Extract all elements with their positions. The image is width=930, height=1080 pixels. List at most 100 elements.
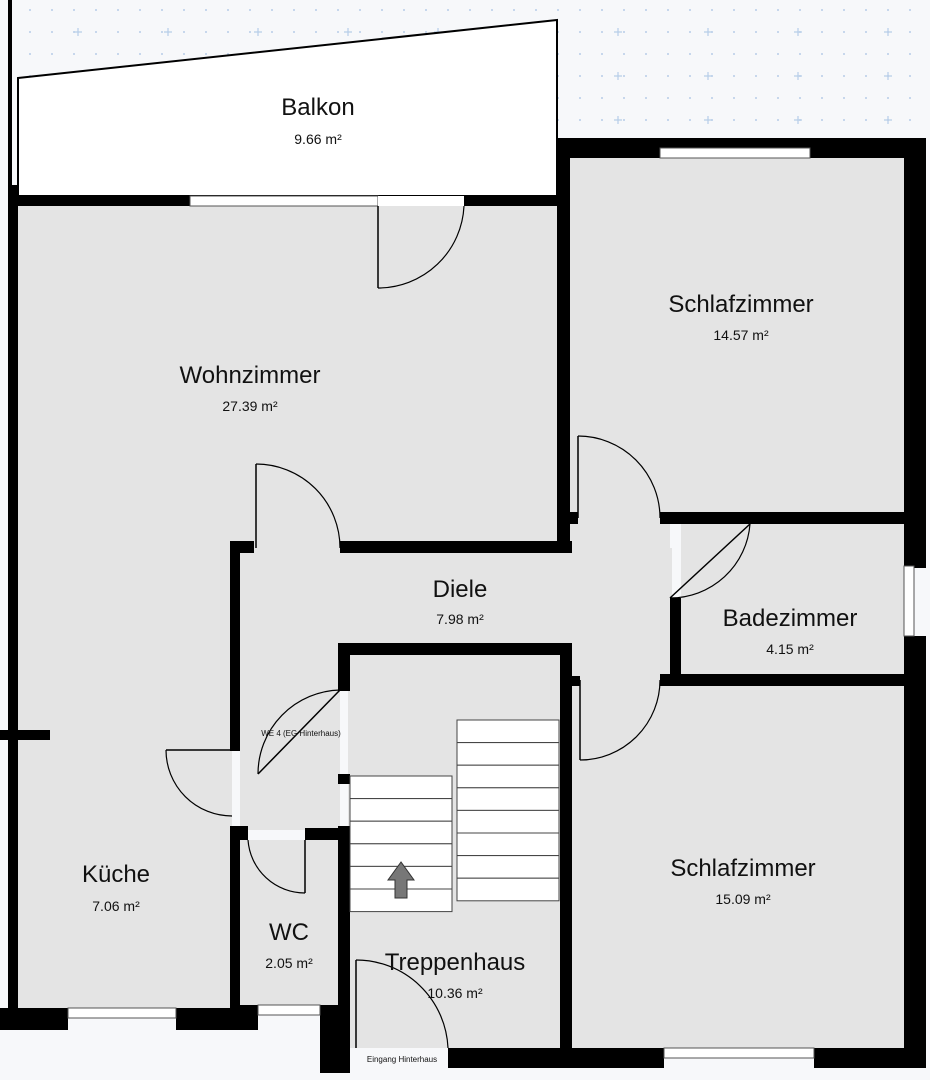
doors (165, 205, 751, 1049)
grid-dot (183, 53, 185, 55)
grid-dot (293, 31, 295, 33)
wall (570, 676, 580, 686)
grid-dot (689, 97, 691, 99)
grid-dot (821, 31, 823, 33)
unit-label: WE 4 (EG Hinterhaus) (261, 729, 341, 738)
grid-dot (821, 119, 823, 121)
grid-dot (381, 9, 383, 11)
grid-dot (139, 9, 141, 11)
grid-dot (623, 75, 625, 77)
grid-dot (381, 31, 383, 33)
room-area-schlafzimmer-1: 14.57 m² (713, 327, 769, 343)
grid-dot (579, 119, 581, 121)
grid-plus-icon (884, 72, 892, 80)
wall (338, 774, 350, 784)
grid-plus-icon (614, 116, 622, 124)
room-area-balkon: 9.66 m² (294, 131, 342, 147)
grid-dot (667, 31, 669, 33)
room-area-badezimmer: 4.15 m² (766, 641, 814, 657)
door-leaf (669, 523, 751, 599)
grid-dot (623, 53, 625, 55)
grid-dot (755, 119, 757, 121)
wall (660, 512, 906, 524)
door-swing (165, 749, 233, 817)
grid-dot (161, 9, 163, 11)
grid-plus-icon (254, 28, 262, 36)
grid-dot (51, 31, 53, 33)
stair-step (456, 832, 560, 857)
grid-dot (733, 119, 735, 121)
grid-dot (777, 9, 779, 11)
grid-dot (337, 9, 339, 11)
grid-dot (623, 31, 625, 33)
grid-dot (623, 119, 625, 121)
window (903, 565, 915, 637)
wall (230, 826, 240, 1016)
grid-dot (843, 75, 845, 77)
grid-dot (843, 31, 845, 33)
grid-dot (601, 97, 603, 99)
grid-dot (579, 9, 581, 11)
grid-dot (799, 97, 801, 99)
room-name-balkon: Balkon (281, 94, 354, 121)
grid-dot (161, 53, 163, 55)
grid-dot (95, 9, 97, 11)
grid-dot (799, 53, 801, 55)
grid-plus-icon (164, 28, 172, 36)
grid-dot (601, 53, 603, 55)
room-name-badezimmer: Badezimmer (723, 605, 858, 632)
grid-dot (821, 9, 823, 11)
grid-plus-icon (794, 28, 802, 36)
grid-dot (359, 31, 361, 33)
window (189, 195, 379, 207)
grid-dot (733, 9, 735, 11)
grid-dot (535, 9, 537, 11)
room-name-wohnzimmer: Wohnzimmer (180, 362, 321, 389)
grid-dot (755, 75, 757, 77)
stair-step (456, 787, 560, 811)
grid-dot (183, 9, 185, 11)
grid-dot (645, 9, 647, 11)
wall (230, 541, 240, 751)
grid-dot (865, 119, 867, 121)
grid-dot (161, 31, 163, 33)
grid-dot (777, 31, 779, 33)
grid-dot (117, 9, 119, 11)
wall (230, 826, 248, 840)
grid-dot (117, 31, 119, 33)
grid-dot (425, 31, 427, 33)
grid-dot (513, 9, 515, 11)
stair-step (349, 798, 453, 822)
grid-dot (777, 75, 779, 77)
stair-step (456, 742, 560, 766)
grid-dot (579, 75, 581, 77)
grid-plus-icon (614, 72, 622, 80)
room-name-diele: Diele (433, 576, 488, 603)
staircase (349, 719, 560, 913)
grid-dot (777, 119, 779, 121)
grid-dot (689, 31, 691, 33)
grid-dot (843, 53, 845, 55)
grid-dot (623, 9, 625, 11)
grid-dot (227, 31, 229, 33)
diele-right-floor (570, 516, 670, 686)
grid-plus-icon (704, 72, 712, 80)
grid-dot (579, 31, 581, 33)
grid-dot (843, 97, 845, 99)
wall (660, 674, 906, 686)
grid-plus-icon (794, 72, 802, 80)
grid-dot (249, 31, 251, 33)
kueche-floor (18, 548, 232, 1008)
grid-dot (821, 53, 823, 55)
diele-lower-floor (240, 640, 340, 830)
grid-dot (425, 9, 427, 11)
grid-dot (733, 97, 735, 99)
room-name-schlafzimmer-1: Schlafzimmer (668, 291, 813, 318)
grid-dot (733, 53, 735, 55)
grid-dot (29, 53, 31, 55)
window (257, 1004, 321, 1016)
wall (338, 826, 350, 1006)
grid-dot (271, 9, 273, 11)
wall (338, 643, 350, 691)
grid-dot (887, 9, 889, 11)
